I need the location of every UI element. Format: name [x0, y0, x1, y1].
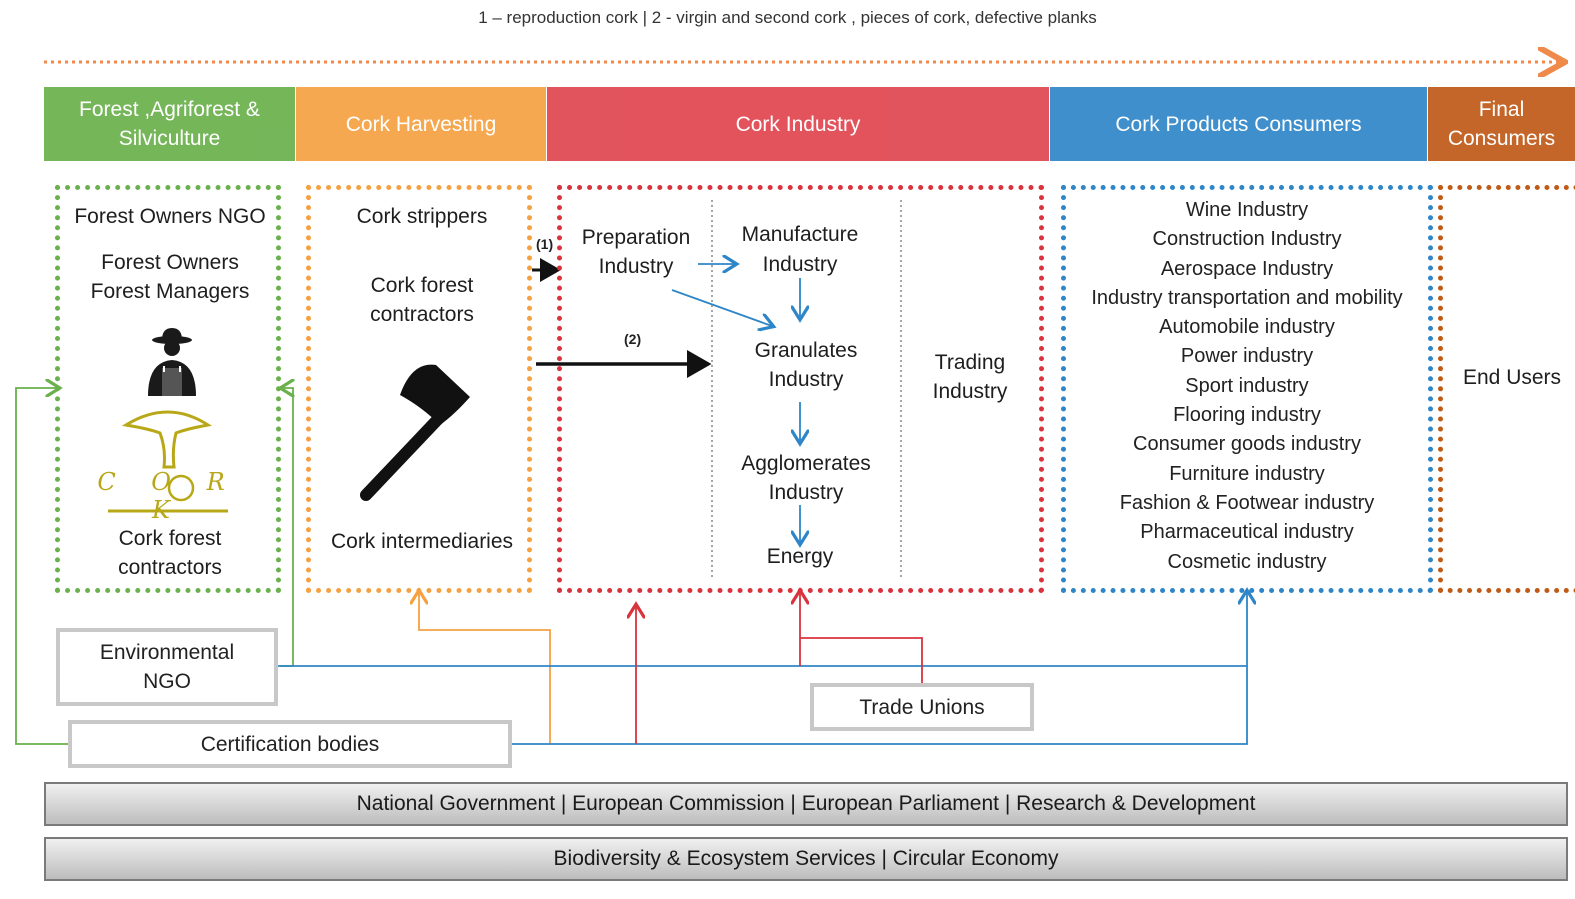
products-item: Furniture industry [1169, 462, 1325, 485]
cork-intermediaries: Cork intermediaries [330, 530, 514, 553]
trading-industry-2: Industry [932, 380, 1008, 403]
products-item: Power industry [1180, 345, 1314, 368]
environmental-ngo-box: Environmental NGO [56, 628, 278, 706]
forest-cork-contractors-2: contractors [118, 556, 222, 579]
forest-owners-ngo: Forest Owners NGO [74, 205, 266, 228]
harvest-contractors-2: contractors [370, 303, 474, 326]
farmer-icon [148, 328, 196, 396]
harvest-box [306, 185, 532, 593]
governance-band: National Government | European Commissio… [44, 782, 1568, 826]
products-item: Pharmaceutical industry [1140, 521, 1354, 544]
products-item: Automobile industry [1159, 316, 1335, 339]
stage-forest: Forest ,Agriforest & Silviculture [44, 87, 295, 161]
environmental-ngo-line1: Environmental [99, 641, 235, 664]
stage-final: Final Consumers [1428, 87, 1575, 161]
forest-owners: Forest Owners [101, 251, 239, 274]
products-item: Cosmetic industry [1167, 550, 1327, 573]
products-item: Flooring industry [1173, 404, 1321, 427]
agglomerates-industry-1: Agglomerates [741, 452, 871, 475]
products-item: Aerospace Industry [1160, 257, 1334, 280]
legend-text: 1 – reproduction cork | 2 - virgin and s… [478, 8, 1097, 27]
products-item: Wine Industry [1185, 199, 1309, 221]
products-list: Wine Industry Construction Industry Aero… [1062, 196, 1432, 577]
environmental-ngo-line2: NGO [143, 670, 191, 693]
preparation-industry-1: Preparation [581, 226, 691, 249]
products-box [1061, 185, 1433, 593]
trade-unions: Trade Unions [810, 683, 1034, 731]
stage-harvest: Cork Harvesting [296, 87, 546, 161]
green-connector-2 [280, 388, 293, 667]
industry-box [557, 185, 1044, 593]
stage-industry: Cork Industry [547, 87, 1049, 161]
products-item: Consumer goods industry [1133, 433, 1361, 456]
harvest-contractors-1: Cork forest [370, 274, 474, 297]
manufacture-industry-1: Manufacture [741, 223, 859, 246]
granulates-industry-2: Industry [768, 368, 844, 391]
arrow-prep-gran [671, 289, 772, 326]
axe-icon [360, 364, 470, 501]
cork-tree-logo [108, 410, 228, 513]
energy: Energy [766, 545, 834, 568]
end-users: End Users [1463, 366, 1562, 389]
sustainability-band: Biodiversity & Ecosystem Services | Circ… [44, 837, 1568, 881]
cork-strippers: Cork strippers [356, 205, 488, 228]
products-item: Construction Industry [1152, 228, 1342, 251]
arrow-label-2: (2) [624, 331, 642, 347]
agglomerates-industry-2: Industry [768, 481, 844, 504]
green-connector [15, 388, 70, 745]
orange-connector [419, 592, 551, 744]
forest-cork-contractors-1: Cork forest [118, 527, 222, 550]
stage-products: Cork Products Consumers [1050, 87, 1427, 161]
red-connector-unions [800, 592, 923, 684]
forest-managers: Forest Managers [90, 280, 250, 303]
products-item: Sport industry [1185, 374, 1309, 397]
blue-connector-cert [512, 592, 1247, 745]
forest-box [55, 185, 281, 593]
products-item: Industry transportation and mobility [1091, 286, 1403, 309]
final-box [1438, 185, 1575, 593]
trading-industry-1: Trading [934, 351, 1006, 374]
products-item: Fashion & Footwear industry [1119, 491, 1375, 514]
granulates-industry-1: Granulates [754, 339, 858, 362]
manufacture-industry-2: Industry [762, 253, 838, 276]
certification-bodies: Certification bodies [68, 720, 512, 768]
preparation-industry-2: Industry [598, 255, 674, 278]
cork-logo-text: C O R K [97, 468, 239, 524]
arrow-label-1: (1) [536, 236, 554, 252]
